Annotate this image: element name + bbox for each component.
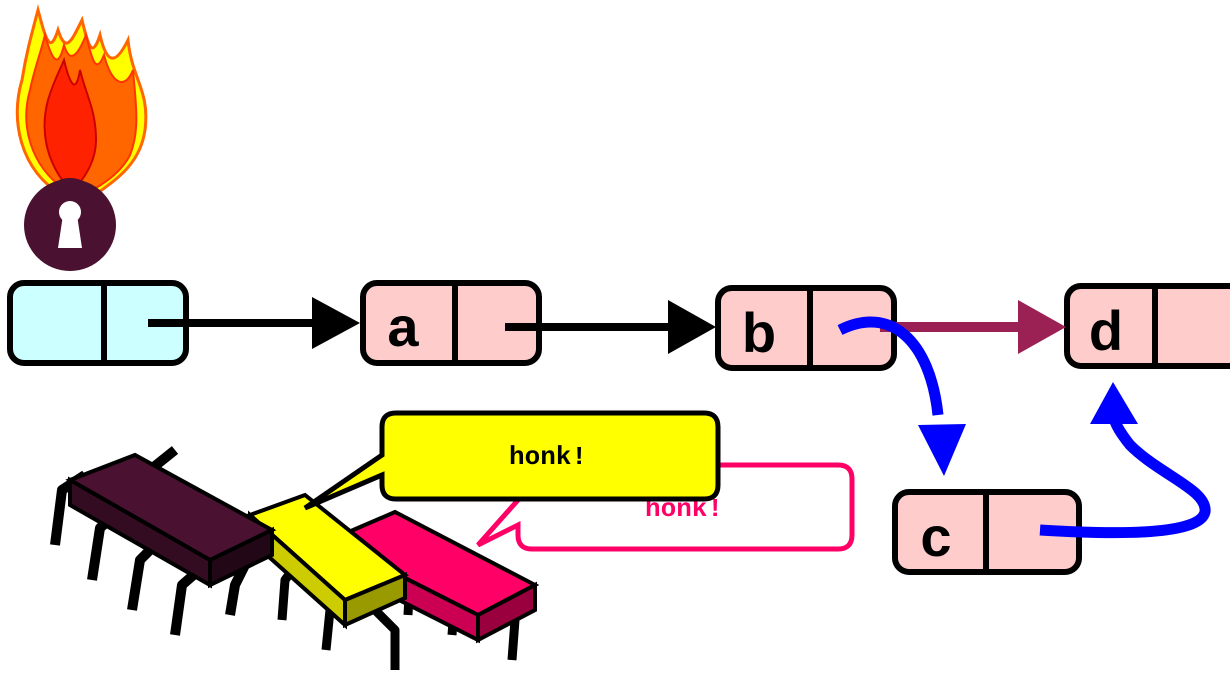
speech-bubble-front-text: honk!: [509, 442, 587, 472]
arrow-head-to-a: [148, 297, 360, 349]
node-b: b: [715, 285, 897, 371]
arrow-a-to-b: [505, 300, 716, 354]
node-d: d: [1064, 283, 1230, 369]
node-a-label: a: [387, 295, 419, 358]
chip-icon: [50, 446, 540, 670]
node-c-label: c: [920, 505, 951, 568]
chip-dark: [50, 446, 277, 636]
arrow-c-to-d: [1039, 382, 1211, 539]
arrow-b-to-c: [837, 316, 966, 476]
flame-icon: [15, 4, 148, 197]
speech-bubble-front: honk!: [303, 410, 721, 511]
node-d-label: d: [1089, 299, 1123, 362]
node-b-label: b: [742, 301, 776, 364]
arrow-b-to-d: [880, 300, 1066, 354]
node-a: a: [360, 280, 542, 366]
padlock-icon: [24, 178, 116, 271]
